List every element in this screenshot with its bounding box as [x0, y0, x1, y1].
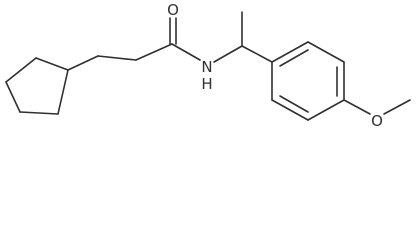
ring-bond [5, 57, 37, 83]
aryl-o-bond [343, 99, 371, 115]
chain-bond [97, 55, 137, 61]
cyclopentyl-ring [5, 57, 69, 115]
ring-bond [35, 57, 69, 71]
chemical-structure-diagram: O N H O [5, 1, 411, 130]
benzene-ring [271, 41, 345, 121]
n-ch-bond [213, 45, 243, 63]
aromatic-inner-bond [279, 95, 309, 113]
propanamide-chain [67, 17, 201, 71]
methoxy-oxygen-label: O [371, 112, 383, 130]
amide-hydrogen-label: H [201, 75, 212, 93]
aromatic-inner-bond [279, 49, 309, 67]
ring-bond [19, 111, 59, 115]
carbonyl-oxygen-label: O [167, 1, 179, 19]
ring-bond [271, 99, 309, 121]
ring-bond [5, 81, 21, 113]
amide-bond [171, 43, 201, 61]
amide-nitrogen-label: N [201, 58, 212, 76]
chain-bond [135, 43, 173, 61]
chain-bond [67, 55, 99, 71]
o-methyl-bond [383, 99, 411, 115]
methoxy-group [343, 99, 411, 115]
ethyl-linker [213, 11, 273, 63]
ring-bond [57, 69, 69, 115]
ring-bond [307, 99, 345, 121]
ch-aryl-bond [241, 45, 273, 63]
ring-bond [307, 41, 345, 63]
ring-bond [271, 41, 309, 63]
